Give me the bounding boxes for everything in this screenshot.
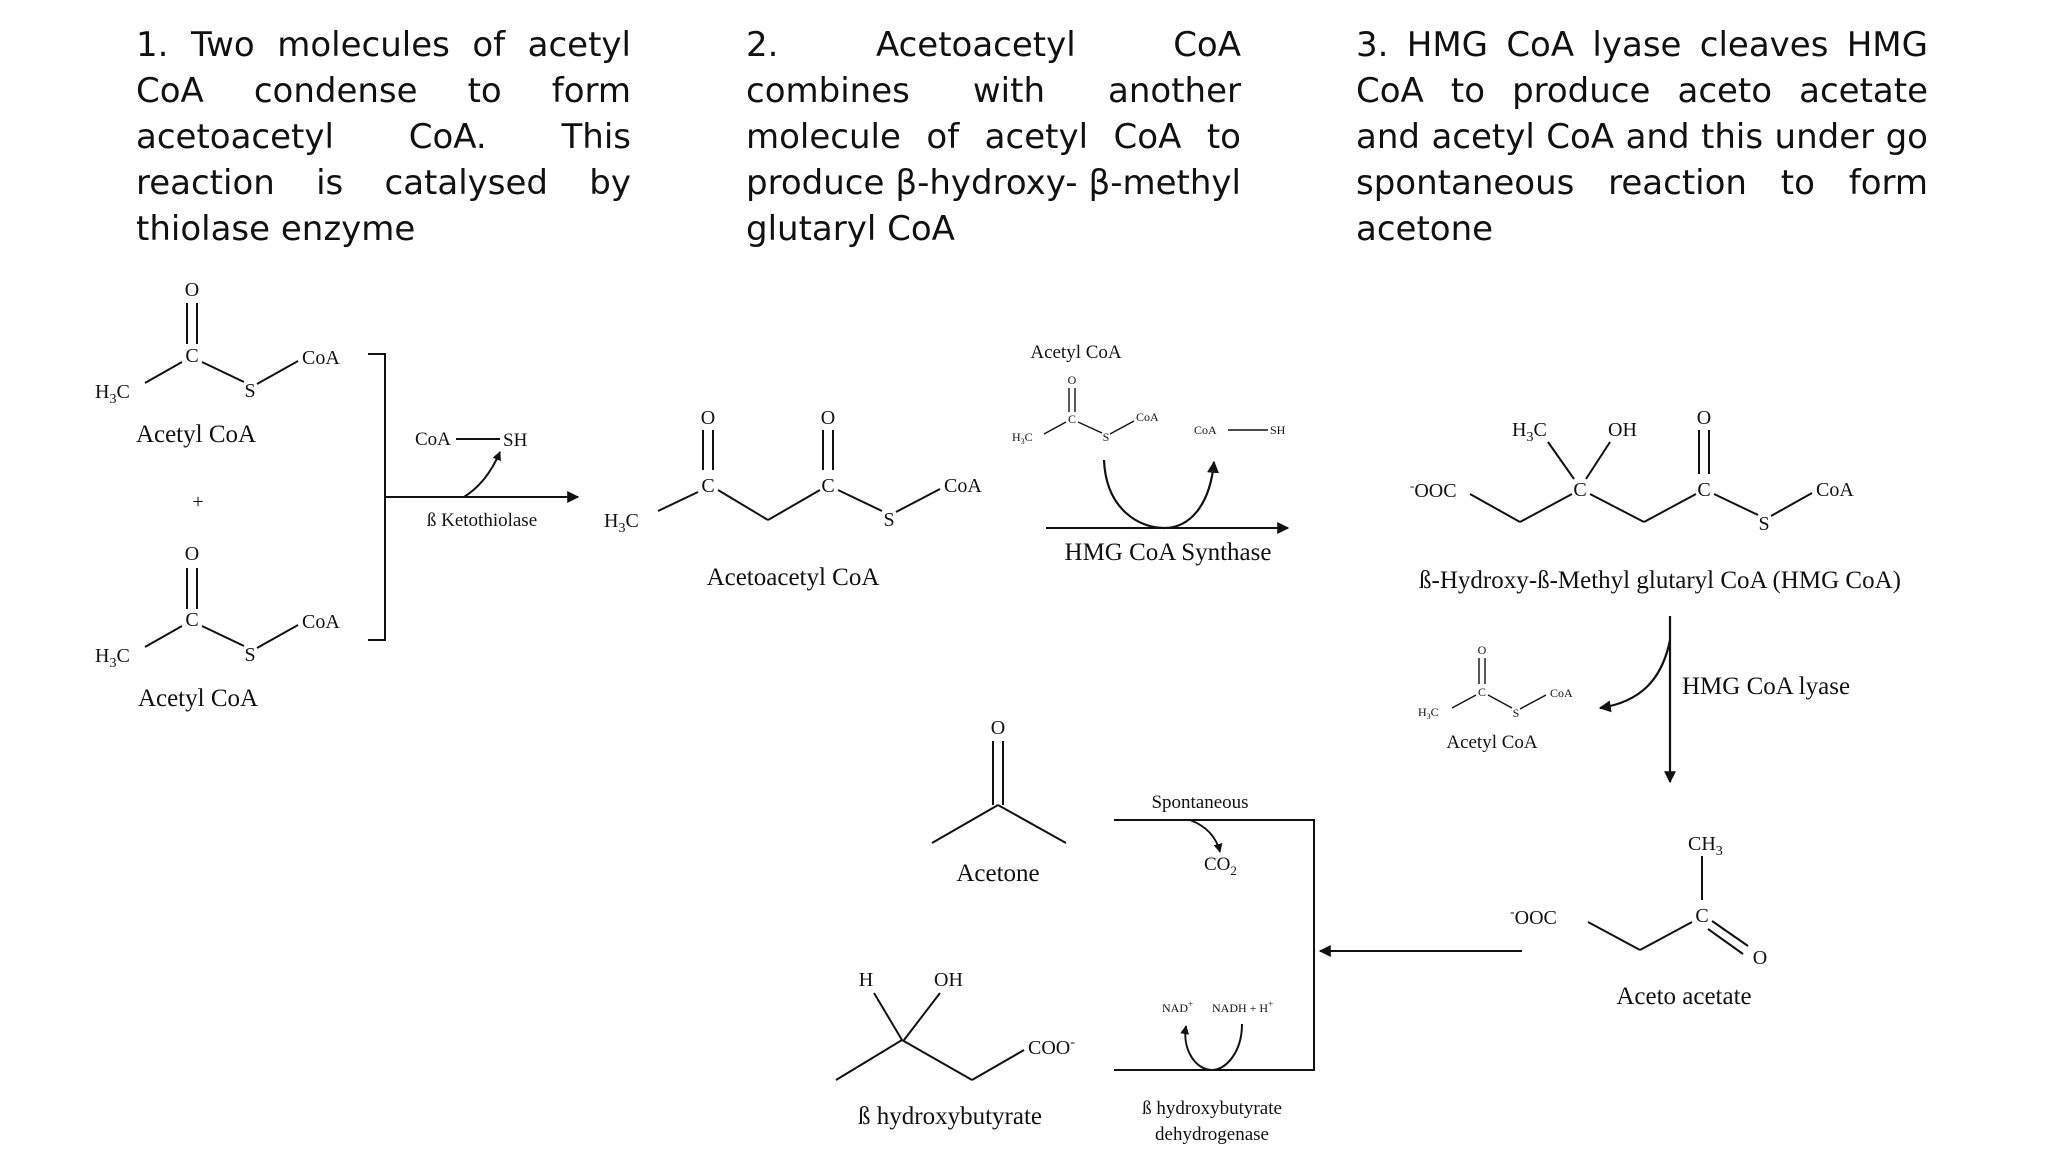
atom-c: C [1695, 905, 1708, 927]
plus-sign: + [192, 491, 203, 513]
atom-o: O [701, 407, 715, 429]
acetyl-coa-reactant-label: Acetyl CoA [1030, 342, 1122, 363]
hmg-coa-label: ß-Hydroxy-ß-Methyl glutaryl CoA (HMG CoA… [1419, 567, 1901, 594]
acetoacetyl-coa-molecule: O C H3C O C S CoA Acetoacetyl CoA [604, 407, 982, 591]
acetyl-coa-label: Acetyl CoA [136, 421, 256, 448]
co2-release-arrow [1189, 819, 1223, 853]
hmg-coa-molecule: -OOC C H3C OH O C S CoA ß-Hydroxy-ß-Meth… [1410, 407, 1901, 594]
svg-text:S: S [1513, 706, 1520, 720]
hydroxybutyrate-label: ß hydroxybutyrate [858, 1103, 1042, 1130]
ketothiolase-label: ß Ketothiolase [427, 510, 537, 531]
acetyl-coa-molecule-bottom: O C S CoA H3C Acetyl CoA [95, 543, 340, 712]
atom-s: S [244, 644, 255, 666]
atom-o: O [185, 279, 199, 301]
nadh-label: NADH + H+ [1212, 999, 1273, 1015]
coa-sh-byproduct: CoA [415, 429, 451, 450]
atom-h3c: H3C [1512, 419, 1547, 445]
svg-text:CoA: CoA [1550, 686, 1573, 700]
acetyl-coa-molecule-top: O C S CoA H3C Acetyl CoA [95, 279, 340, 448]
step-1-description: 1. Two molecules of acetyl CoA condense … [136, 25, 631, 249]
reactant-bracket [368, 353, 386, 641]
nad-cycle-arrow [1180, 1023, 1243, 1072]
dehydrogenase-label-line1: ß hydroxybutyrate [1142, 1098, 1282, 1119]
atom-s: S [244, 380, 255, 402]
aceto-acetate-label: Aceto acetate [1616, 983, 1751, 1010]
atom-c: C [185, 345, 198, 367]
step-3-description: 3. HMG CoA lyase cleaves HMG CoA to prod… [1356, 25, 1928, 249]
co2-label: CO2 [1204, 854, 1237, 878]
atom-c: C [701, 475, 714, 497]
svg-text:O: O [1478, 643, 1487, 657]
hydroxybutyrate-molecule: H OH COO- ß hydroxybutyrate [835, 969, 1075, 1130]
acetyl-coa-release-arrow [1598, 639, 1672, 713]
atom-oh: OH [934, 969, 963, 991]
svg-text:CoA: CoA [1136, 410, 1159, 424]
atom-c: C [1697, 479, 1710, 501]
synthase-cycle-arrow [1102, 459, 1219, 530]
atom-ch3: CH3 [1688, 833, 1723, 859]
spontaneous-label: Spontaneous [1151, 792, 1248, 813]
atom-o: O [991, 717, 1005, 739]
atom-c: C [821, 475, 834, 497]
nad-label: NAD+ [1162, 999, 1193, 1015]
acetyl-coa-released-label: Acetyl CoA [1446, 732, 1538, 753]
svg-text:C: C [1068, 412, 1076, 426]
atom-coa: CoA [1816, 479, 1854, 501]
acetone-molecule: O Acetone [931, 717, 1067, 887]
atom-ooc: -OOC [1410, 478, 1457, 502]
acetyl-coa-label: Acetyl CoA [138, 685, 258, 712]
atom-o: O [1753, 947, 1767, 969]
svg-text:O: O [1068, 373, 1077, 387]
hmg-synthase-label: HMG CoA Synthase [1065, 539, 1272, 566]
acetone-label: Acetone [956, 860, 1039, 887]
atom-h3c: H3C [95, 381, 130, 407]
atom-sh: SH [503, 430, 528, 451]
atom-h3c: H3C [1418, 705, 1439, 721]
aceto-acetate-molecule: CH3 C O -OOC Aceto acetate [1510, 833, 1767, 1010]
atom-o: O [821, 407, 835, 429]
step-2-description: 2. Acetoacetyl CoA combines with another… [746, 25, 1241, 249]
atom-o: O [1697, 407, 1711, 429]
atom-c: C [1573, 479, 1586, 501]
svg-text:C: C [1478, 685, 1486, 699]
atom-coa: CoA [302, 611, 340, 633]
acetoacetyl-coa-label: Acetoacetyl CoA [707, 564, 880, 591]
dehydrogenase-label-line2: dehydrogenase [1155, 1124, 1269, 1145]
atom-c: C [185, 609, 198, 631]
atom-coa: CoA [944, 475, 982, 497]
coa-sh-release-arrow [463, 451, 501, 498]
acetyl-coa-released-molecule: O C H3C S CoA Acetyl CoA [1418, 643, 1573, 753]
atom-coo: COO- [1028, 1035, 1075, 1059]
svg-text:S: S [1103, 430, 1110, 444]
atom-oh: OH [1608, 419, 1637, 441]
atom-s: S [1758, 513, 1769, 535]
atom-h: H [859, 969, 873, 991]
coa-sh-byproduct: CoA [1194, 423, 1217, 437]
atom-s: S [883, 509, 894, 531]
atom-coa: CoA [302, 347, 340, 369]
atom-ooc: -OOC [1510, 905, 1557, 929]
atom-h3c: H3C [1012, 430, 1033, 446]
svg-text:SH: SH [1270, 423, 1286, 437]
atom-h3c: H3C [604, 510, 639, 536]
atom-h3c: H3C [95, 645, 130, 671]
hmg-lyase-label: HMG CoA lyase [1682, 673, 1850, 700]
atom-o: O [185, 543, 199, 565]
acetyl-coa-small-molecule: O C H3C S CoA [1012, 373, 1159, 446]
